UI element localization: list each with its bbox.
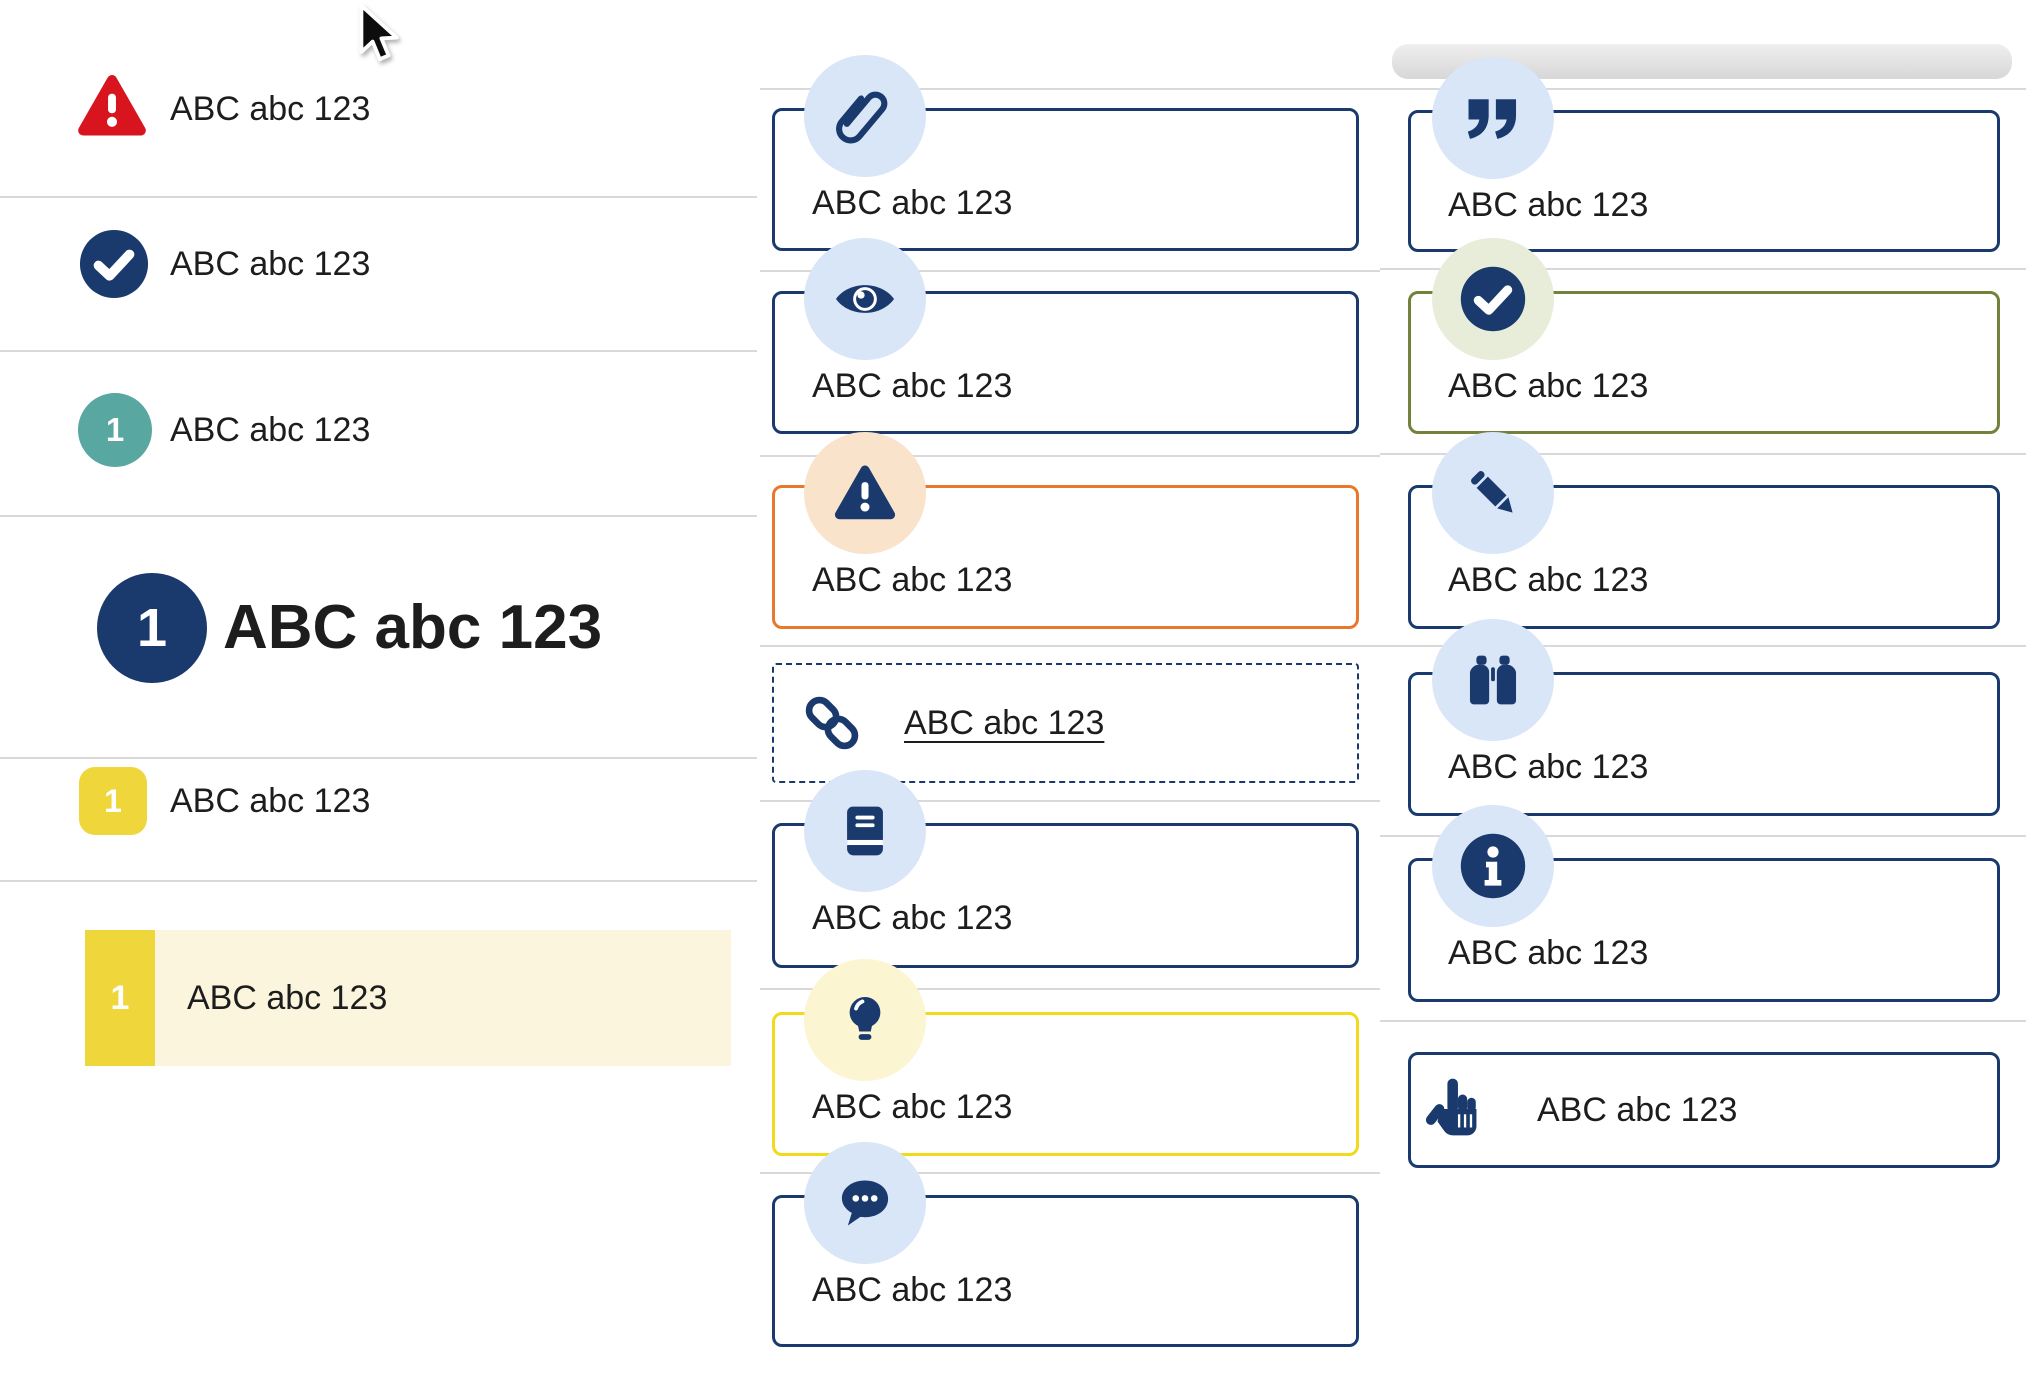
number-badge-yellow: 1 bbox=[79, 767, 147, 835]
divider bbox=[760, 1172, 1380, 1174]
card-label: ABC abc 123 bbox=[1448, 186, 1649, 224]
link-callout-card bbox=[772, 663, 1359, 783]
mouse-cursor-icon bbox=[359, 4, 399, 62]
icon-circle bbox=[1432, 432, 1554, 554]
card-label: ABC abc 123 bbox=[812, 367, 1013, 405]
icon-circle bbox=[804, 432, 926, 554]
list-item-label: ABC abc 123 bbox=[187, 979, 388, 1017]
card-label: ABC abc 123 bbox=[812, 899, 1013, 937]
check-circle-icon bbox=[1460, 266, 1526, 332]
card-label: ABC abc 123 bbox=[812, 561, 1013, 599]
chat-bubble-icon bbox=[841, 1180, 889, 1226]
badge-number: 1 bbox=[104, 782, 122, 819]
divider bbox=[0, 880, 757, 882]
divider bbox=[1380, 268, 2026, 270]
divider bbox=[1380, 645, 2026, 647]
callout-card-warning bbox=[772, 485, 1359, 629]
divider bbox=[760, 270, 1380, 272]
badge-number: 1 bbox=[105, 411, 125, 448]
link-icon bbox=[805, 696, 859, 750]
divider bbox=[1380, 835, 2026, 837]
number-badge-yellow: 1 bbox=[85, 930, 155, 1066]
number-circle-navy-large: 1 bbox=[97, 573, 207, 683]
card-label: ABC abc 123 bbox=[1537, 1091, 1738, 1129]
warning-triangle-icon bbox=[834, 465, 896, 520]
info-circle-icon bbox=[1460, 833, 1526, 899]
divider bbox=[0, 515, 757, 517]
divider bbox=[0, 196, 757, 198]
divider bbox=[760, 88, 1380, 90]
divider bbox=[1380, 88, 2026, 90]
book-icon bbox=[847, 806, 883, 856]
card-label: ABC abc 123 bbox=[1448, 934, 1649, 972]
icon-circle bbox=[804, 770, 926, 892]
card-label: ABC abc 123 bbox=[1448, 367, 1649, 405]
divider bbox=[1380, 1020, 2026, 1022]
divider bbox=[760, 455, 1380, 457]
icon-circle bbox=[804, 55, 926, 177]
card-link[interactable]: ABC abc 123 bbox=[904, 704, 1105, 742]
list-item-label: ABC abc 123 bbox=[170, 782, 371, 820]
highlighted-list-item[interactable]: 1 ABC abc 123 bbox=[85, 930, 731, 1066]
card-label: ABC abc 123 bbox=[812, 184, 1013, 222]
icon-circle bbox=[1432, 57, 1554, 179]
divider bbox=[760, 645, 1380, 647]
quote-icon bbox=[1467, 99, 1517, 139]
badge-number: 1 bbox=[110, 978, 130, 1017]
card-label: ABC abc 123 bbox=[812, 1088, 1013, 1126]
number-badge-teal: 1 bbox=[78, 393, 152, 467]
binoculars-icon bbox=[1469, 655, 1517, 705]
divider bbox=[1380, 453, 2026, 455]
divider bbox=[0, 757, 757, 759]
divider bbox=[760, 988, 1380, 990]
list-item-label: ABC abc 123 bbox=[170, 245, 371, 283]
pencil-icon bbox=[1471, 471, 1513, 513]
list-item-label: ABC abc 123 bbox=[170, 411, 371, 449]
paperclip-icon bbox=[836, 91, 888, 144]
card-label: ABC abc 123 bbox=[1448, 561, 1649, 599]
section-heading: ABC abc 123 bbox=[223, 593, 603, 662]
eye-icon bbox=[835, 285, 895, 313]
card-label: ABC abc 123 bbox=[812, 1271, 1013, 1309]
lightbulb-icon bbox=[849, 996, 881, 1040]
callout-card bbox=[1408, 1052, 2000, 1168]
icon-circle bbox=[1432, 619, 1554, 741]
icon-circle bbox=[804, 959, 926, 1081]
hand-pointer-icon bbox=[1425, 1078, 1477, 1136]
icon-circle bbox=[804, 238, 926, 360]
check-circle-icon bbox=[79, 229, 149, 299]
icon-circle bbox=[1432, 805, 1554, 927]
list-item-label: ABC abc 123 bbox=[170, 90, 371, 128]
divider bbox=[760, 800, 1380, 802]
divider bbox=[0, 350, 757, 352]
badge-number: 1 bbox=[136, 598, 168, 658]
icon-circle bbox=[804, 1142, 926, 1264]
warning-triangle-icon bbox=[78, 75, 146, 136]
card-label: ABC abc 123 bbox=[1448, 748, 1649, 786]
icon-circle bbox=[1432, 238, 1554, 360]
